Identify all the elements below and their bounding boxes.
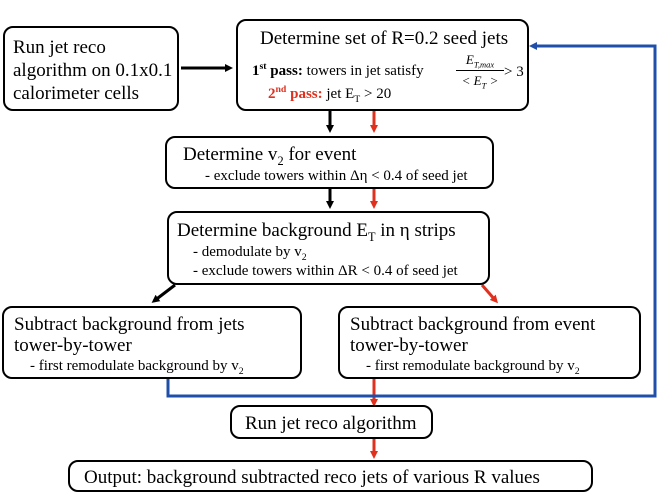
bg-note-2: - exclude towers within ΔR < 0.4 of seed… [193,263,458,279]
sub-jets-line-2: tower-by-tower [14,335,132,356]
seed-jets-box: Determine set of R=0.2 seed jets 1st pas… [236,19,529,111]
bg-title: Determine background ET in η strips [177,220,456,243]
seed-pass2-num: 2 [268,86,276,102]
start-line-3: calorimeter cells [13,83,140,104]
seed-pass1-num: 1 [252,63,260,79]
v2-title-sub: 2 [277,153,284,168]
start-line-2: algorithm on 0.1x0.1 [13,60,173,81]
subtract-jets-box: Subtract background from jets tower-by-t… [2,306,302,379]
seed-pass2: 2nd pass: jet ET > 20 [268,84,392,105]
seed-pass2-end: > 20 [360,86,392,102]
seed-pass1-sup: st [259,61,267,72]
v2-title-end: for event [283,144,357,165]
sub-event-note-text: - first remodulate background by v [366,358,575,374]
v2-box: Determine v2 for event - exclude towers … [165,136,494,189]
seed-pass2-sub: T [354,94,361,105]
start-line-1: Run jet reco [13,37,106,58]
arrow-bg-to-sub-event [480,284,498,304]
bg-title-text: Determine background E [177,220,368,241]
start-box: Run jet reco algorithm on 0.1x0.1 calori… [3,26,179,111]
sub-event-note: - first remodulate background by v2 [366,358,580,377]
v2-note: - exclude towers within Δη < 0.4 of seed… [205,168,468,184]
v2-title-text: Determine v [183,144,278,165]
bg-note-1: - demodulate by v2 [193,244,307,263]
sub-event-line-1: Subtract background from event [350,314,596,335]
frac-num-sub: T,max [473,59,495,70]
reco-box: Run jet reco algorithm [230,405,433,439]
seed-title: Determine set of R=0.2 seed jets [260,28,509,49]
arrow-bg-to-sub-jets [151,283,176,303]
bg-title-end: in η strips [375,220,456,241]
sub-jets-note-text: - first remodulate background by v [30,358,239,374]
frac-den-text: < E [461,73,482,88]
sub-event-line-2: tower-by-tower [350,335,468,356]
seed-pass2-sup: nd [275,84,287,95]
sub-jets-note: - first remodulate background by v2 [30,358,244,377]
output-title: Output: background subtracted reco jets … [84,467,540,488]
sub-event-note-sub: 2 [574,366,580,377]
background-box: Determine background ET in η strips - de… [167,211,490,285]
seed-pass1: 1st pass: towers in jet satisfy [252,61,424,79]
seed-pass1-text: towers in jet satisfy [302,63,424,79]
frac-den-sub: T [481,80,487,91]
seed-fraction-condition: > 3 [504,64,524,80]
output-box: Output: background subtracted reco jets … [68,460,593,492]
subtract-event-box: Subtract background from event tower-by-… [338,306,641,379]
reco-title: Run jet reco algorithm [245,413,417,434]
bg-note-1-sub: 2 [301,252,307,263]
seed-pass2-text: jet E [322,86,355,102]
sub-jets-line-1: Subtract background from jets [14,314,245,335]
bg-note-1-text: - demodulate by v [193,244,302,260]
sub-jets-note-sub: 2 [238,366,244,377]
v2-title: Determine v2 for event [183,144,357,167]
bg-title-sub: T [367,229,376,244]
seed-pass2-word: pass: [286,86,323,102]
seed-pass1-word: pass: [266,63,303,79]
seed-fraction: ET,max < ET > [456,52,504,91]
frac-num-text: E [465,52,474,67]
fraction-denominator: < ET > [456,73,504,91]
fraction-numerator: ET,max [456,52,504,70]
arrow-feedback-loop [166,42,657,398]
frac-den-end: > [486,73,499,88]
